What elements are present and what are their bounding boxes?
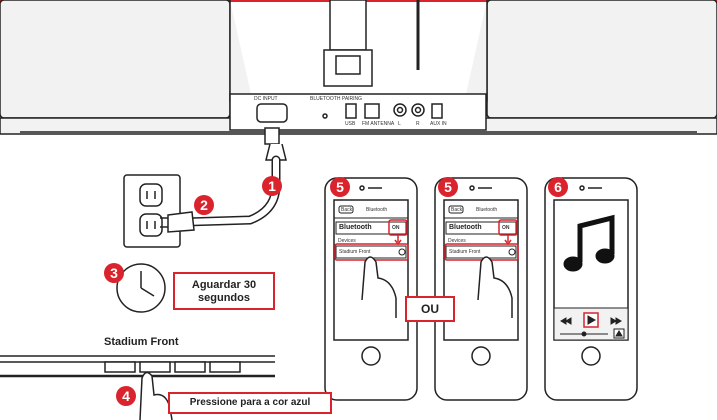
press-text: Pressione para a cor azul: [189, 397, 311, 408]
screen-toggle: ON: [392, 225, 400, 231]
step-badge-2: 2: [194, 195, 214, 215]
wait-text-line2: segundos: [198, 292, 250, 304]
step-badge-5a: 5: [330, 177, 350, 197]
clock-icon: [116, 263, 166, 313]
step-badge-6: 6: [548, 177, 568, 197]
button-strip: [0, 355, 275, 378]
power-plug-icon: [160, 211, 195, 233]
panel-label-dc: DC INPUT: [254, 96, 278, 102]
speaker-unit: [0, 0, 717, 135]
panel-label-r: R: [416, 121, 420, 127]
finger-icon: [139, 371, 173, 420]
panel-label-aux: AUX IN: [430, 121, 447, 127]
panel-label-bt: BLUETOOTH PAIRING: [310, 96, 363, 102]
wait-text-line1: Aguardar 30: [191, 279, 257, 291]
panel-label-l: L: [398, 121, 401, 127]
playback-controls: [553, 307, 629, 341]
screen-device-item: Stadium Front: [339, 249, 371, 255]
screen-back: Back: [451, 207, 463, 213]
step-badge-3: 3: [104, 263, 124, 283]
screen-toggle: ON: [502, 225, 510, 231]
wait-box: Aguardar 30 segundos: [173, 272, 275, 310]
or-box: OU: [405, 296, 455, 322]
screen-bt-label: Bluetooth: [339, 224, 372, 231]
screen-back: Back: [341, 207, 353, 213]
phone-screens: [334, 205, 519, 261]
music-note-icon: [563, 214, 615, 272]
press-box: Pressione para a cor azul: [168, 392, 332, 414]
step-badge-4: 4: [116, 386, 136, 406]
panel-label-fm: FM ANTENNA: [362, 121, 395, 127]
step-badge-5b: 5: [438, 177, 458, 197]
or-text: OU: [421, 302, 439, 316]
screen-bt-label: Bluetooth: [449, 224, 482, 231]
step-badge-1: 1: [262, 176, 282, 196]
screen-device-item: Stadium Front: [449, 249, 481, 255]
device-name-label: Stadium Front: [104, 336, 179, 348]
panel-label-usb: USB: [345, 121, 356, 127]
wall-outlet-icon: [123, 174, 181, 248]
screen-title: Bluetooth: [366, 207, 388, 213]
finger-icon: [361, 256, 513, 318]
screen-devices-header: Devices: [448, 238, 466, 244]
screen-title: Bluetooth: [476, 207, 498, 213]
screen-devices-header: Devices: [338, 238, 356, 244]
